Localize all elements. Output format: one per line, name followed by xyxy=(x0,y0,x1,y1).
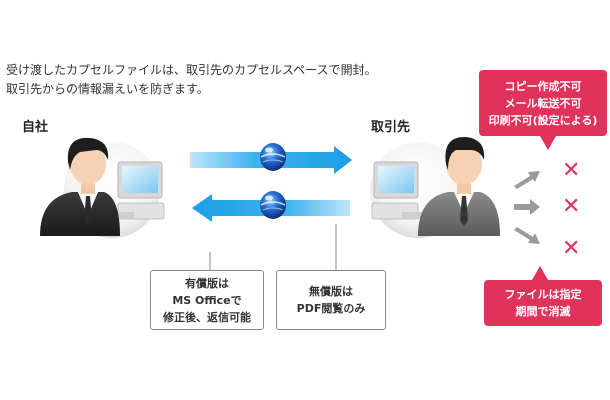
partner-person-illustration xyxy=(370,136,500,238)
cross-icon: ✕ xyxy=(562,158,581,183)
intro-text: 受け渡したカプセルファイルは、取引先のカプセルスペースで開封。 取引先からの情報… xyxy=(6,61,426,99)
expiry-line-2: 期間で消滅 xyxy=(515,305,571,318)
partner-computer-icon xyxy=(371,161,430,220)
self-computer-icon xyxy=(106,161,165,220)
intro-line-1: 受け渡したカプセルファイルは、取引先のカプセルスペースで開封。 xyxy=(6,63,377,77)
restrictions-callout: コピー作成不可 メール転送不可 印刷不可(設定による) xyxy=(479,70,607,136)
restriction-copy: コピー作成不可 xyxy=(504,79,582,93)
paid-line-3: 修正後、返信可能 xyxy=(163,310,251,324)
paid-version-callout: 有償版は MS Officeで 修正後、返信可能 xyxy=(150,270,264,330)
expiry-callout: ファイルは指定 期間で消滅 xyxy=(484,280,602,326)
capsule-icon xyxy=(260,143,286,171)
paid-line-1: 有償版は xyxy=(185,276,229,290)
restriction-mail: メール転送不可 xyxy=(504,96,582,110)
capsule-icon-return xyxy=(260,191,286,219)
free-version-callout: 無償版は PDF閲覧のみ xyxy=(276,270,386,330)
paid-line-2: MS Officeで xyxy=(172,293,242,307)
restriction-print: 印刷不可(設定による) xyxy=(488,113,598,127)
cross-icon: ✕ xyxy=(562,236,581,261)
free-line-1: 無償版は xyxy=(309,285,353,298)
gray-arrow-icon xyxy=(514,171,540,244)
intro-line-2: 取引先からの情報漏えいを防ぎます。 xyxy=(6,82,209,96)
partner-label: 取引先 xyxy=(371,120,411,135)
self-label: 自社 xyxy=(22,120,49,135)
expiry-line-1: ファイルは指定 xyxy=(504,288,582,301)
self-person-illustration xyxy=(40,137,165,238)
cross-icon: ✕ xyxy=(562,194,581,219)
free-line-2: PDF閲覧のみ xyxy=(296,302,366,315)
